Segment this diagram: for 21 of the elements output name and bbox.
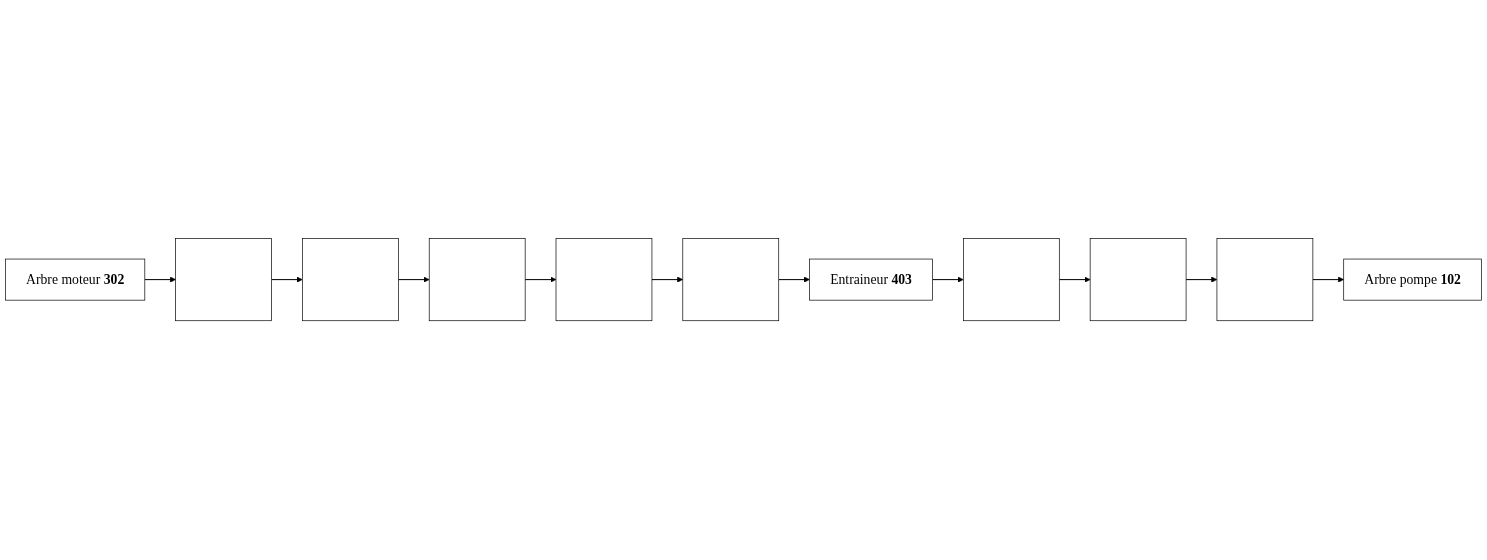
arrow — [144, 277, 176, 283]
arrow — [1185, 277, 1218, 283]
node-box — [1216, 238, 1314, 322]
arrow — [1312, 277, 1344, 283]
arrow — [651, 277, 684, 283]
node-box — [428, 238, 526, 322]
node-box — [963, 238, 1060, 322]
node-box — [175, 238, 272, 322]
node-box — [555, 238, 653, 322]
node-box: Arbre moteur 302 — [5, 259, 146, 301]
node-box — [302, 238, 399, 322]
node-box: Entraineur 403 — [809, 259, 933, 301]
arrow — [778, 277, 810, 283]
arrow — [932, 277, 964, 283]
node-box — [682, 238, 780, 322]
arrow — [1058, 277, 1091, 283]
node-box — [1089, 238, 1187, 322]
node-box: Arbre pompe 102 — [1343, 259, 1482, 301]
arrow — [271, 277, 303, 283]
arrow — [524, 277, 557, 283]
arrow — [397, 277, 430, 283]
